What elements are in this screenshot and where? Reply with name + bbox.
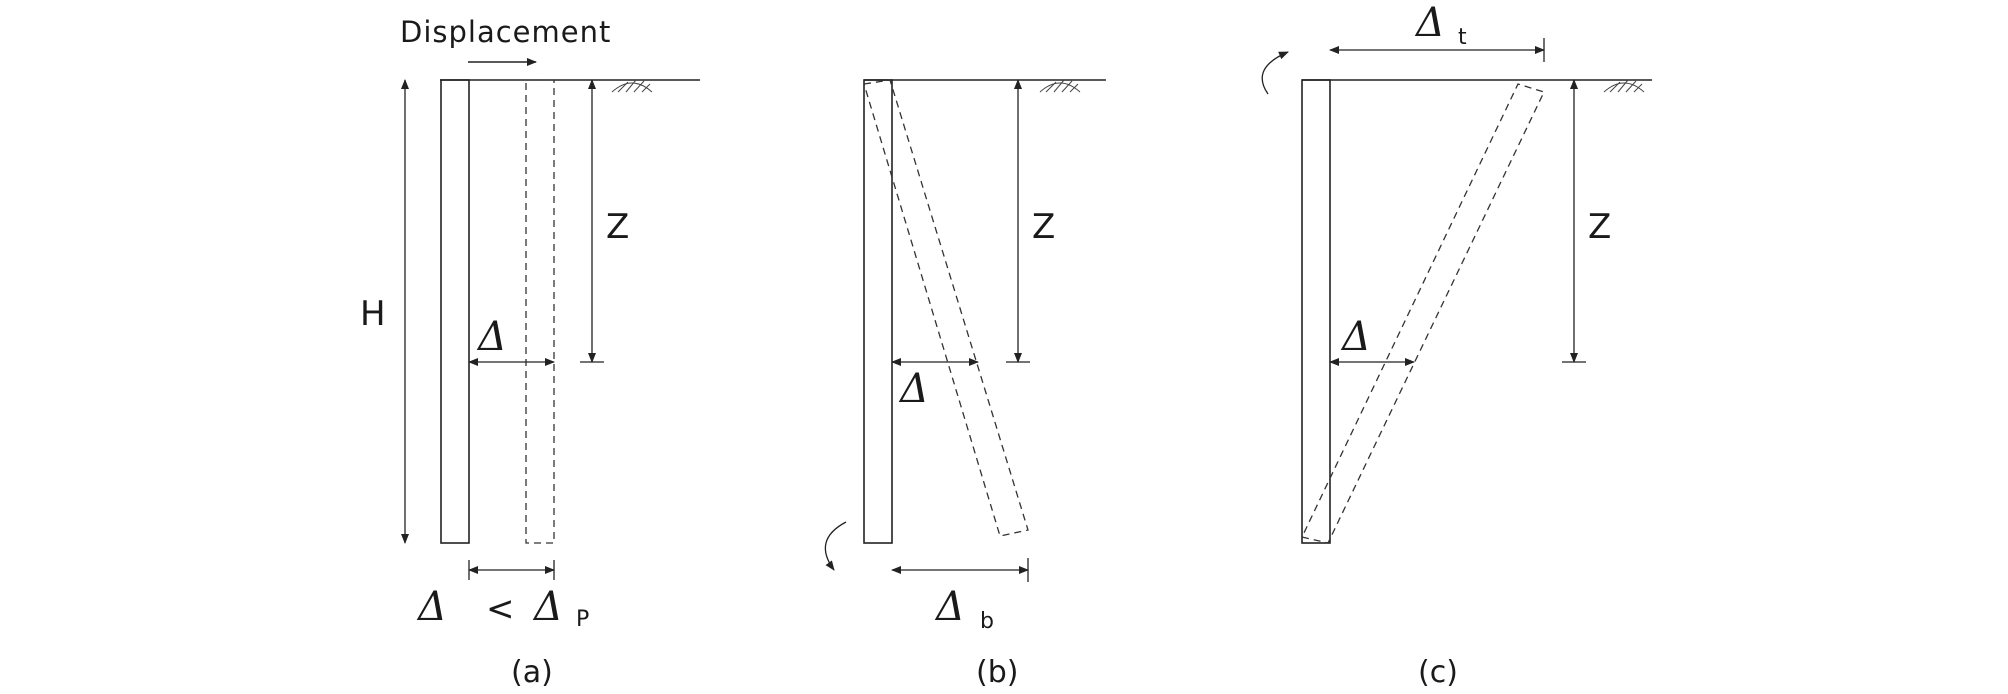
z-label-c: Z [1588, 207, 1611, 247]
rotation-arrow-b [824, 521, 847, 571]
wall-displaced-a [525, 79, 555, 544]
caption-a: (a) [511, 655, 553, 690]
delta-label-b: Δ [898, 366, 929, 412]
delta-t-subscript: t [1458, 25, 1467, 50]
h-label: H [360, 294, 386, 334]
rotation-arrow-c [1261, 51, 1289, 95]
delta-label-a: Δ [476, 314, 507, 360]
caption-c: (c) [1418, 655, 1458, 690]
delta-b-label: Δ [934, 584, 965, 630]
ground-hatch-c [1603, 79, 1645, 93]
ground-hatch-b [1039, 79, 1081, 93]
wall-original-b [863, 79, 893, 544]
panel-b: Z Δ Δ b (b) [824, 79, 1106, 690]
z-label-b: Z [1032, 207, 1055, 247]
panel-a: Displacement H Z Δ Δ < Δ [360, 15, 700, 690]
delta-b-subscript: b [980, 609, 994, 634]
z-label-a: Z [606, 207, 629, 247]
wall-original-c [1301, 79, 1331, 544]
wall-rotated-b [863, 79, 1029, 537]
wall-original-a [440, 79, 470, 544]
less-than-sign: < [486, 589, 515, 629]
delta-p-subscript: P [576, 607, 589, 632]
caption-b: (b) [976, 655, 1018, 690]
wall-rotated-c [1301, 83, 1545, 544]
panel-c: Δ t Z Δ (c) [1261, 0, 1652, 690]
delta-p-label: Δ [532, 584, 563, 630]
displacement-title: Displacement [400, 15, 611, 49]
delta-label-bottom-a: Δ [416, 584, 447, 630]
delta-t-label: Δ [1414, 0, 1445, 46]
ground-hatch-a [611, 79, 653, 93]
delta-label-c: Δ [1340, 314, 1371, 360]
